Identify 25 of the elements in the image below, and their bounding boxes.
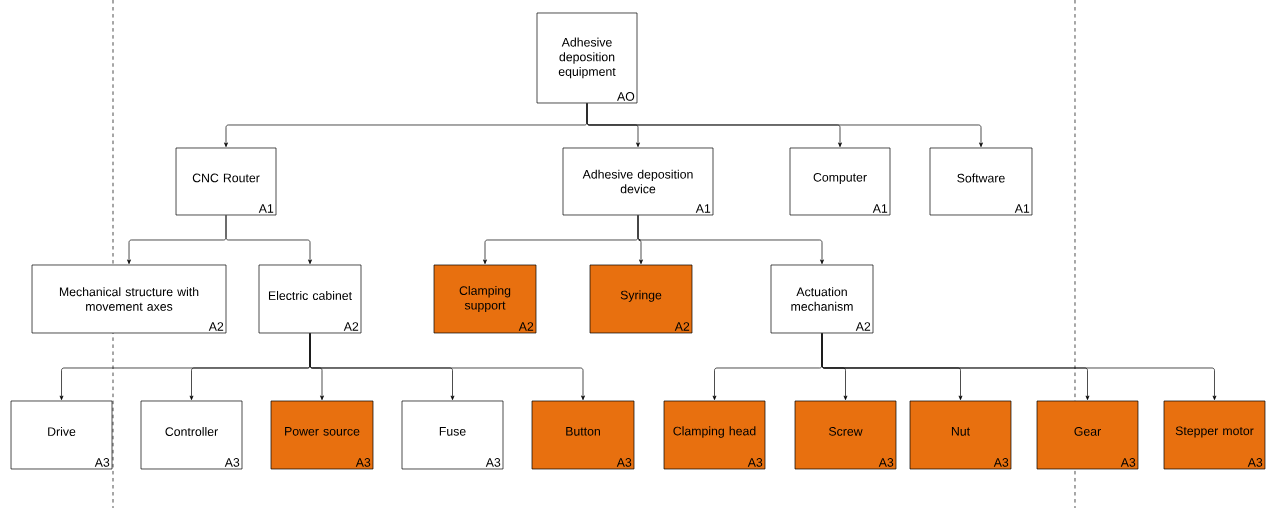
box: Clamping head A3: [663, 400, 766, 470]
arrow: [309, 333, 585, 401]
box: Actuation mechanism A2: [770, 264, 874, 334]
box: Mechanical structure with movement axes A2: [31, 264, 227, 334]
box: Controller A3: [140, 400, 243, 470]
box: Computer A1: [789, 147, 891, 216]
arrow: [821, 333, 1217, 401]
box: Power source A3: [270, 400, 374, 470]
arrow: [637, 215, 824, 265]
box: Software A1: [929, 147, 1033, 216]
box: Clamping support A2: [433, 264, 537, 334]
arrow: [586, 103, 983, 148]
box: Adhesive deposition device A1: [562, 147, 714, 216]
box: Drive A3: [10, 400, 113, 470]
box: Nut A3: [909, 400, 1012, 470]
box: Adhesive deposition equipment AO: [536, 12, 638, 104]
box: Screw A3: [794, 400, 897, 470]
box: Syringe A2: [589, 264, 693, 334]
box: Electric cabinet A2: [258, 264, 362, 334]
box: Gear A3: [1036, 400, 1139, 470]
box: Button A3: [531, 400, 635, 470]
box: Stepper motor A3: [1163, 400, 1266, 470]
arrow: [225, 215, 312, 265]
box: CNC Router A1: [175, 147, 277, 216]
box: Fuse A3: [401, 400, 504, 470]
